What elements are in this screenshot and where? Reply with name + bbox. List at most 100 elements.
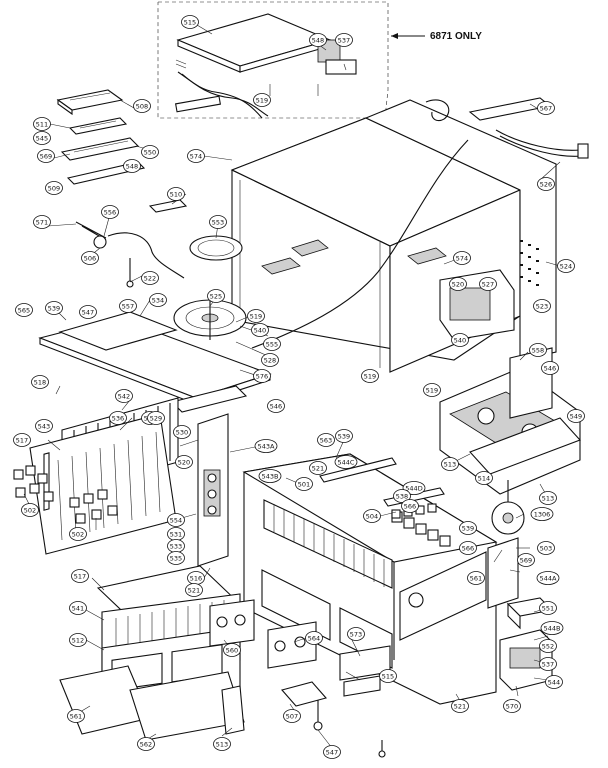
callout-c539a: 539 <box>45 301 63 315</box>
callout-c546a: 546 <box>267 399 285 413</box>
callout-label: 565 <box>18 306 30 314</box>
callout-label: 519 <box>250 312 262 320</box>
callout-bubble <box>33 215 51 229</box>
callout-bubble <box>223 643 241 657</box>
callout-bubble <box>533 299 551 313</box>
callout-label: 549 <box>570 412 582 420</box>
callout-c545: 545 <box>33 131 51 145</box>
coil-cord <box>425 99 450 122</box>
callout-c523: 523 <box>533 299 551 313</box>
callout-bubble <box>393 489 411 503</box>
callout-c507: 507 <box>283 709 301 723</box>
ac-power-cord <box>495 129 581 151</box>
callout-bubble <box>379 669 397 683</box>
callout-c519b: 519 <box>247 309 265 323</box>
callout-c561a: 561 <box>467 571 485 585</box>
callout-label: 530 <box>176 428 188 436</box>
callout-label: 570 <box>506 702 518 710</box>
callout-c502a: 502 <box>21 503 39 517</box>
callout-bubble <box>401 499 419 513</box>
small-plate <box>148 199 188 213</box>
callout-label: 574 <box>190 152 202 160</box>
callout-c521c: 521 <box>451 699 469 713</box>
callout-label: 539 <box>338 432 350 440</box>
callout-bubble <box>79 305 97 319</box>
callout-bubble <box>137 737 155 751</box>
callout-bubble <box>361 369 379 383</box>
callout-label: 550 <box>144 148 156 156</box>
callout-bubble <box>347 627 365 641</box>
callout-label: 546 <box>544 364 556 372</box>
callout-bubble <box>479 277 497 291</box>
callout-label: 512 <box>72 636 84 644</box>
callout-label: 1306 <box>534 510 551 518</box>
callout-label: 542 <box>118 392 130 400</box>
callout-bubble <box>133 99 151 113</box>
callout-label: 553 <box>212 218 224 226</box>
callout-bubble <box>467 571 485 585</box>
callout-c520: 520 <box>449 277 467 291</box>
callout-c564: 564 <box>305 631 323 645</box>
callout-c576: 576 <box>253 369 271 383</box>
callout-c508: 508 <box>133 99 151 113</box>
callout-label: 573 <box>350 630 362 638</box>
callout-c570: 570 <box>503 699 521 713</box>
callout-c540a: 540 <box>251 323 269 337</box>
switch-board <box>60 137 140 161</box>
callout-c569b: 569 <box>517 553 535 567</box>
right-deck-window <box>399 551 487 641</box>
cable-loop <box>107 232 185 279</box>
callout-bubble <box>213 737 231 751</box>
callout-c520b: 520 <box>175 455 193 469</box>
callout-bubble <box>529 343 547 357</box>
callout-bubble <box>167 187 185 201</box>
callout-bubble <box>69 601 87 615</box>
callout-label: 567 <box>540 104 552 112</box>
callout-label: 536 <box>112 414 124 422</box>
optional-power-module-inset: 6871 ONLY <box>157 1 482 119</box>
callout-bubble <box>123 159 141 173</box>
callout-label: 545 <box>36 134 48 142</box>
callout-label: 524 <box>560 262 572 270</box>
callout-c535: 535 <box>167 551 185 565</box>
callout-c502b: 502 <box>69 527 87 541</box>
callout-label: 507 <box>286 712 298 720</box>
sub-pcb <box>509 347 553 419</box>
callout-c539b: 539 <box>335 429 353 443</box>
callout-bubble <box>31 375 49 389</box>
callout-c548b: 548 <box>123 159 141 173</box>
callout-bubble <box>517 553 535 567</box>
callout-bubble <box>253 369 271 383</box>
callout-label: 555 <box>266 340 278 348</box>
display-segments <box>273 504 385 587</box>
callout-c527: 527 <box>479 277 497 291</box>
callout-bubble <box>323 745 341 759</box>
callout-label: 539 <box>462 524 474 532</box>
callout-bubble <box>449 277 467 291</box>
callout-label: 544B <box>544 624 561 632</box>
callout-label: 504 <box>366 512 378 520</box>
callout-c504: 504 <box>363 509 381 523</box>
callout-c538: 538 <box>393 489 411 503</box>
callout-label: 539 <box>48 304 60 312</box>
callout-bubble <box>335 429 353 443</box>
callout-bubble <box>15 303 33 317</box>
callout-label: 521 <box>312 464 324 472</box>
callout-label: 517 <box>16 436 28 444</box>
callout-c551: 551 <box>539 601 557 615</box>
callout-label: 543A <box>258 442 275 450</box>
callout-label: 527 <box>482 280 494 288</box>
knob-caps-left <box>13 465 54 502</box>
callout-label: 537 <box>338 36 350 44</box>
callout-c573: 573 <box>347 627 365 641</box>
callout-label: 519 <box>256 96 268 104</box>
callout-c574a: 574 <box>187 149 205 163</box>
callout-label: 562 <box>140 740 152 748</box>
callout-c536: 536 <box>109 411 127 425</box>
callout-c560: 560 <box>223 643 241 657</box>
callout-bubble <box>167 551 185 565</box>
note-6871-only: 6871 ONLY <box>430 31 482 42</box>
callout-label: 506 <box>84 254 96 262</box>
callout-bubble <box>263 337 281 351</box>
